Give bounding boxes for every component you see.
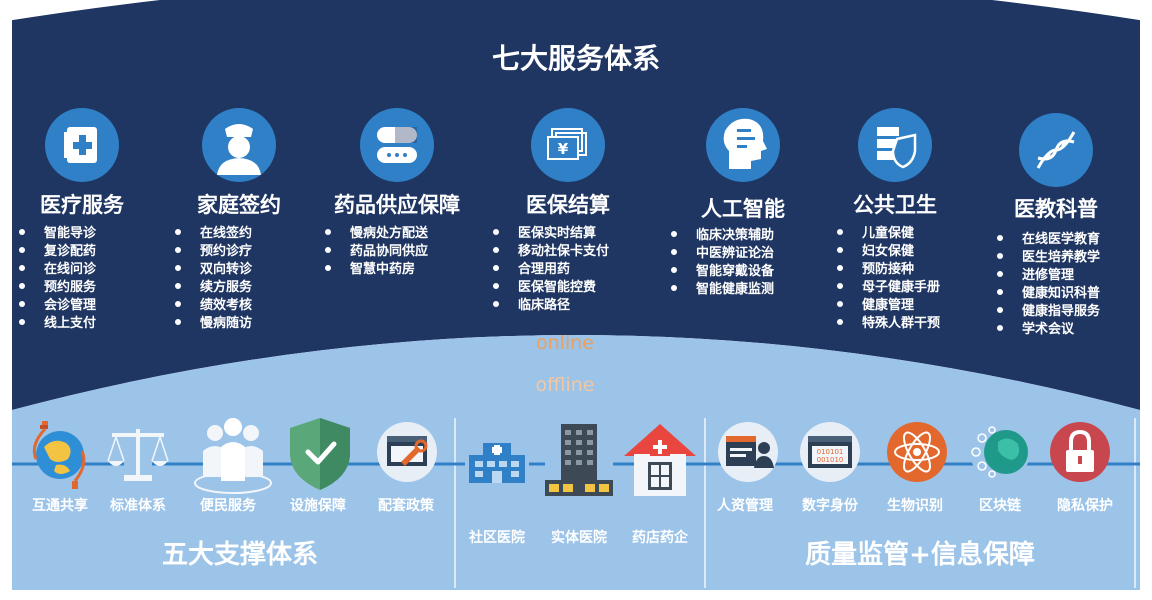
middle-item-label: 社区医院: [468, 529, 525, 546]
category-title-insurance: 医保结算: [526, 193, 610, 217]
list-item: 预约服务: [44, 279, 97, 295]
list-item: 学术会议: [1022, 321, 1075, 337]
list-item: 在线医学教育: [1022, 231, 1100, 247]
category-title-drug: 药品供应保障: [334, 193, 460, 217]
right-item-label: 生物识别: [887, 497, 943, 514]
offline-label: offline: [535, 374, 594, 396]
list-item: 移动社保卡支付: [518, 243, 609, 259]
community-hospital-icon: [465, 443, 529, 487]
middle-item-label: 实体医院: [551, 529, 607, 546]
list-item: 在线问诊: [44, 261, 97, 277]
padlock-icon: [1050, 422, 1110, 482]
pharmacy-house-icon: [624, 424, 696, 496]
top-white-arc: [0, 0, 1152, 22]
nurse-icon: [202, 108, 276, 182]
hospital-building-icon: [545, 424, 613, 496]
list-item: 线上支付: [44, 315, 96, 331]
list-item: 慢病随访: [200, 315, 252, 331]
category-list-medical: 智能导诊 复诊配药 在线问诊 预约服务 会诊管理 线上支付: [19, 225, 97, 331]
page-title: 七大服务体系: [492, 42, 660, 75]
category-title-family: 家庭签约: [197, 193, 281, 217]
category-list-ai: 临床决策辅助 中医辨证论治 智能穿戴设备 智能健康监测: [671, 227, 775, 297]
online-label: online: [536, 332, 594, 354]
globe-network-icon: [32, 417, 86, 495]
category-list-insurance: 医保实时结算 移动社保卡支付 合理用药 医保智能控费 临床路径: [493, 225, 609, 313]
list-item: 在线签约: [200, 225, 252, 241]
left-item-label: 标准体系: [109, 497, 166, 514]
list-item: 智能穿戴设备: [696, 263, 775, 279]
atom-icon: [887, 422, 947, 482]
list-item: 药品协同供应: [350, 243, 428, 259]
list-item: 预防接种: [862, 261, 914, 277]
pill-icon: [360, 108, 434, 182]
list-item: 进修管理: [1022, 267, 1074, 283]
category-list-drug: 慢病处方配送 药品协同供应 智慧中药房: [325, 225, 429, 277]
left-item-label: 配套政策: [378, 497, 435, 514]
list-item: 慢病处方配送: [350, 225, 429, 241]
category-title-ai: 人工智能: [701, 197, 785, 221]
list-item: 智能导诊: [44, 225, 97, 241]
left-item-label: 设施保障: [290, 497, 346, 514]
list-item: 临床路径: [518, 297, 570, 313]
list-item: 健康知识科普: [1022, 285, 1100, 301]
ai-head-icon: [706, 108, 780, 182]
list-item: 绩效考核: [200, 297, 252, 313]
category-title-medical: 医疗服务: [40, 193, 125, 217]
category-list-family: 在线签约 预约诊疗 双向转诊 续方服务 绩效考核 慢病随访: [175, 225, 253, 331]
list-item: 医生培养教学: [1022, 249, 1100, 265]
yen-bills-icon: ¥: [531, 108, 605, 182]
list-item: 医保智能控费: [518, 279, 596, 295]
list-item: 预约诊疗: [200, 243, 252, 259]
right-item-label: 区块链: [979, 497, 1022, 514]
list-item: 母子健康手册: [862, 279, 940, 295]
policy-tools-icon: [377, 422, 437, 482]
list-item: 中医辨证论治: [696, 245, 774, 261]
list-item: 智慧中药房: [350, 261, 415, 277]
binary-id-icon: 010101 001010: [800, 422, 860, 482]
list-item: 双向转诊: [200, 261, 253, 277]
list-item: 会诊管理: [44, 297, 96, 313]
scales-icon: [107, 417, 169, 495]
svg-text:010101: 010101: [817, 448, 844, 456]
list-item: 复诊配药: [43, 243, 96, 259]
people-group-icon: [194, 417, 272, 495]
category-title-education: 医教科普: [1014, 197, 1098, 221]
navy-background: [12, 0, 1140, 410]
left-section-title: 五大支撑体系: [162, 540, 318, 570]
shield-check-icon: [290, 418, 350, 490]
list-item: 妇女保健: [861, 243, 914, 259]
right-item-label: 数字身份: [802, 497, 859, 514]
category-list-education: 在线医学教育 医生培养教学 进修管理 健康知识科普 健康指导服务 学术会议: [997, 231, 1101, 337]
server-shield-icon: [858, 108, 932, 182]
left-item-label: 互通共享: [32, 497, 88, 514]
middle-item-label: 药店药企: [632, 529, 689, 546]
right-section-title: 质量监管+信息保障: [805, 539, 1035, 570]
list-item: 医保实时结算: [518, 225, 596, 241]
list-item: 智能健康监测: [696, 281, 774, 297]
medical-kit-icon: [45, 108, 119, 182]
category-list-public-health: 儿童保健 妇女保健 预防接种 母子健康手册 健康管理 特殊人群干预: [837, 225, 940, 331]
list-item: 合理用药: [518, 261, 570, 277]
blockchain-globe-icon: [970, 422, 1030, 482]
list-item: 儿童保健: [861, 225, 914, 241]
list-item: 特殊人群干预: [862, 315, 940, 331]
category-title-public-health: 公共卫生: [853, 193, 937, 217]
list-item: 健康指导服务: [1022, 303, 1101, 319]
right-item-label: 隐私保护: [1057, 497, 1113, 514]
dna-icon: [1019, 113, 1093, 187]
list-item: 健康管理: [862, 297, 914, 313]
svg-text:001010: 001010: [817, 456, 844, 464]
left-item-label: 便民服务: [200, 497, 257, 514]
list-item: 临床决策辅助: [696, 227, 774, 243]
right-item-label: 人资管理: [717, 497, 773, 514]
svg-text:¥: ¥: [558, 140, 569, 158]
hr-card-icon: [718, 422, 778, 482]
list-item: 续方服务: [200, 279, 253, 295]
